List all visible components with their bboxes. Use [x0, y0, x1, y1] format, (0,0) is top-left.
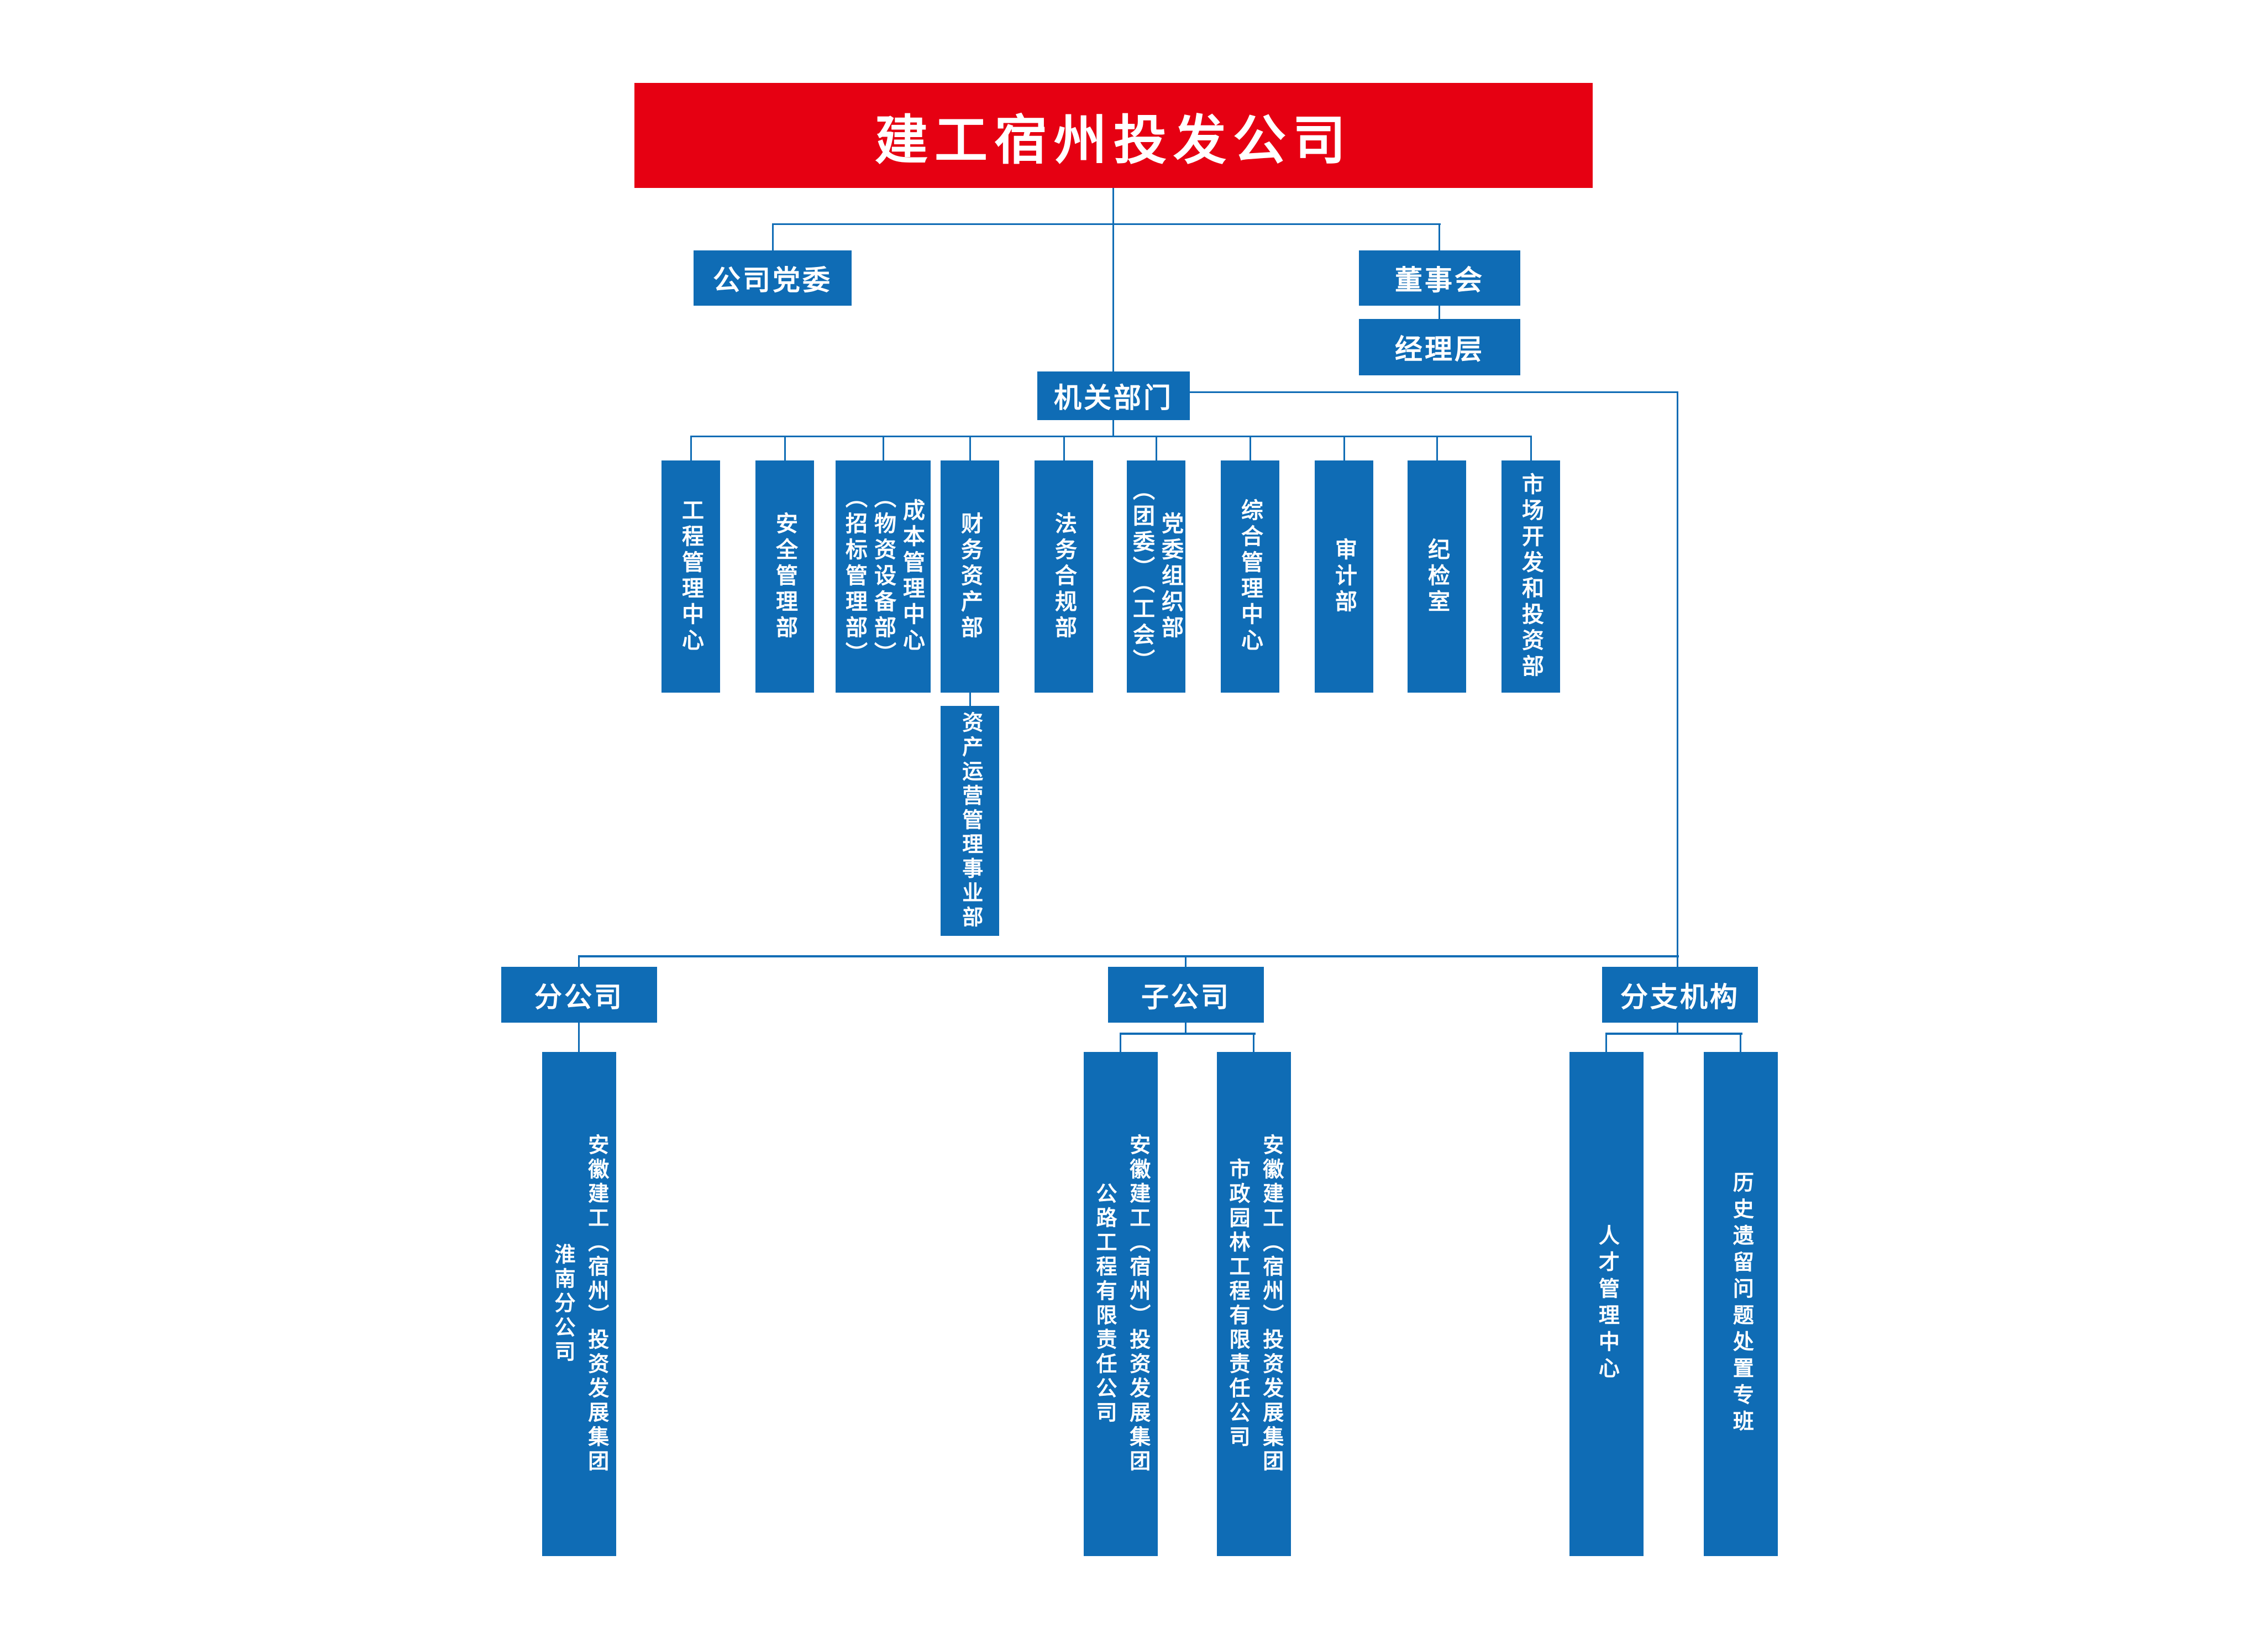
dept-node-engineering-mgmt: 工程管理中心: [662, 460, 720, 693]
connector-organ-bottom-stub: [1112, 419, 1114, 436]
connector-subsidiary-stub: [1185, 955, 1186, 967]
connector-lower-rail: [578, 955, 1679, 957]
connector-dept-stub-4: [969, 436, 971, 460]
connector-dept-stub-9: [1436, 436, 1438, 460]
node-asset-operation-division: 资产运营管理事业部: [941, 706, 999, 936]
connector-root-vertical: [1112, 188, 1114, 372]
node-party-committee: 公司党委: [694, 250, 852, 306]
node-organ-departments: 机关部门: [1037, 371, 1190, 420]
connector-branch-inst-down: [1677, 1023, 1678, 1035]
board-label: 董事会: [1395, 265, 1484, 296]
node-management-level: 经理层: [1359, 319, 1520, 375]
dept-label: 成本管理中心 （物资设备部） （招标管理部）: [842, 485, 924, 668]
connector-branch-inst-child-2: [1740, 1033, 1741, 1052]
dept-node-finance-assets: 财务资产部: [941, 460, 999, 693]
unit-label: 人才管理中心: [1595, 1224, 1619, 1384]
root-company-banner: 建工宿州投发公司: [634, 83, 1593, 188]
connector-finance-asset-stub: [969, 693, 971, 706]
unit-label: 安徽建工（宿州）投资发展集团 市政园林工程有限责任公司: [1226, 1134, 1283, 1474]
unit-node-talent-mgmt-center: 人才管理中心: [1569, 1052, 1644, 1556]
unit-node-legacy-issues-taskforce: 历史遗留问题处置专班: [1704, 1052, 1778, 1556]
connector-dept-stub-10: [1530, 436, 1532, 460]
party-committee-label: 公司党委: [713, 265, 832, 296]
unit-label: 安徽建工（宿州）投资发展集团 淮南分公司: [551, 1134, 608, 1474]
unit-label: 历史遗留问题处置专班: [1729, 1171, 1753, 1437]
connector-dept-stub-7: [1250, 436, 1251, 460]
branch-institution-label: 分支机构: [1620, 981, 1740, 1013]
unit-node-highway-engineering: 安徽建工（宿州）投资发展集团 公路工程有限责任公司: [1084, 1052, 1158, 1556]
connector-dept-stub-6: [1156, 436, 1157, 460]
connector-dept-rail: [690, 436, 1532, 437]
node-branch-institution: 分支机构: [1602, 967, 1758, 1023]
connector-subsidiary-child-2: [1253, 1033, 1254, 1052]
unit-node-huainan-branch: 安徽建工（宿州）投资发展集团 淮南分公司: [542, 1052, 616, 1556]
organ-departments-label: 机关部门: [1054, 383, 1173, 413]
asset-division-label: 资产运营管理事业部: [958, 711, 982, 930]
dept-node-cost-mgmt-center: 成本管理中心 （物资设备部） （招标管理部）: [836, 460, 931, 693]
connector-dept-stub-5: [1063, 436, 1065, 460]
dept-label: 工程管理中心: [679, 499, 703, 654]
dept-node-legal-compliance: 法务合规部: [1035, 460, 1093, 693]
node-subsidiary: 子公司: [1108, 967, 1264, 1023]
dept-node-party-organization: 党委组织部 （团委）（工会）: [1127, 460, 1185, 693]
node-board-of-directors: 董事会: [1359, 250, 1520, 306]
dept-label: 审计部: [1332, 537, 1356, 616]
connector-branch-inst-stub: [1677, 955, 1678, 967]
node-branch-company: 分公司: [501, 967, 657, 1023]
connector-branch-inst-tbar: [1605, 1033, 1742, 1035]
dept-node-market-dev-investment: 市场开发和投资部: [1502, 460, 1560, 693]
unit-label: 安徽建工（宿州）投资发展集团 公路工程有限责任公司: [1093, 1134, 1149, 1474]
connector-dept-stub-1: [690, 436, 692, 460]
management-label: 经理层: [1395, 334, 1484, 365]
dept-label: 财务资产部: [958, 511, 982, 642]
dept-node-discipline-inspection: 纪检室: [1408, 460, 1466, 693]
connector-right-vertical: [1677, 391, 1678, 956]
connector-board-stub: [1439, 223, 1440, 250]
connector-level2-rail: [772, 223, 1441, 225]
dept-label: 综合管理中心: [1238, 499, 1262, 654]
connector-organ-right: [1190, 391, 1678, 393]
connector-branch-company-stub: [578, 955, 580, 967]
dept-label: 安全管理部: [773, 511, 797, 642]
branch-company-label: 分公司: [534, 981, 624, 1013]
connector-branch-inst-child-1: [1605, 1033, 1607, 1052]
subsidiary-label: 子公司: [1141, 981, 1231, 1013]
dept-node-safety-mgmt: 安全管理部: [755, 460, 814, 693]
dept-node-audit: 审计部: [1315, 460, 1373, 693]
unit-node-municipal-garden: 安徽建工（宿州）投资发展集团 市政园林工程有限责任公司: [1217, 1052, 1291, 1556]
connector-dept-stub-3: [883, 436, 884, 460]
connector-board-management: [1439, 306, 1440, 319]
dept-label: 党委组织部 （团委）（工会）: [1130, 478, 1183, 675]
connector-subsidiary-child-1: [1120, 1033, 1121, 1052]
connector-subsidiary-down: [1185, 1023, 1186, 1035]
connector-party-stub: [772, 223, 774, 250]
connector-subsidiary-tbar: [1120, 1033, 1256, 1035]
dept-label: 市场开发和投资部: [1519, 473, 1543, 680]
dept-label: 法务合规部: [1052, 511, 1076, 642]
dept-node-general-mgmt-center: 综合管理中心: [1221, 460, 1279, 693]
root-company-title: 建工宿州投发公司: [875, 111, 1352, 170]
dept-label: 纪检室: [1425, 537, 1449, 616]
connector-dept-stub-8: [1343, 436, 1345, 460]
connector-branch-company-child: [578, 1023, 580, 1052]
connector-dept-stub-2: [784, 436, 786, 460]
